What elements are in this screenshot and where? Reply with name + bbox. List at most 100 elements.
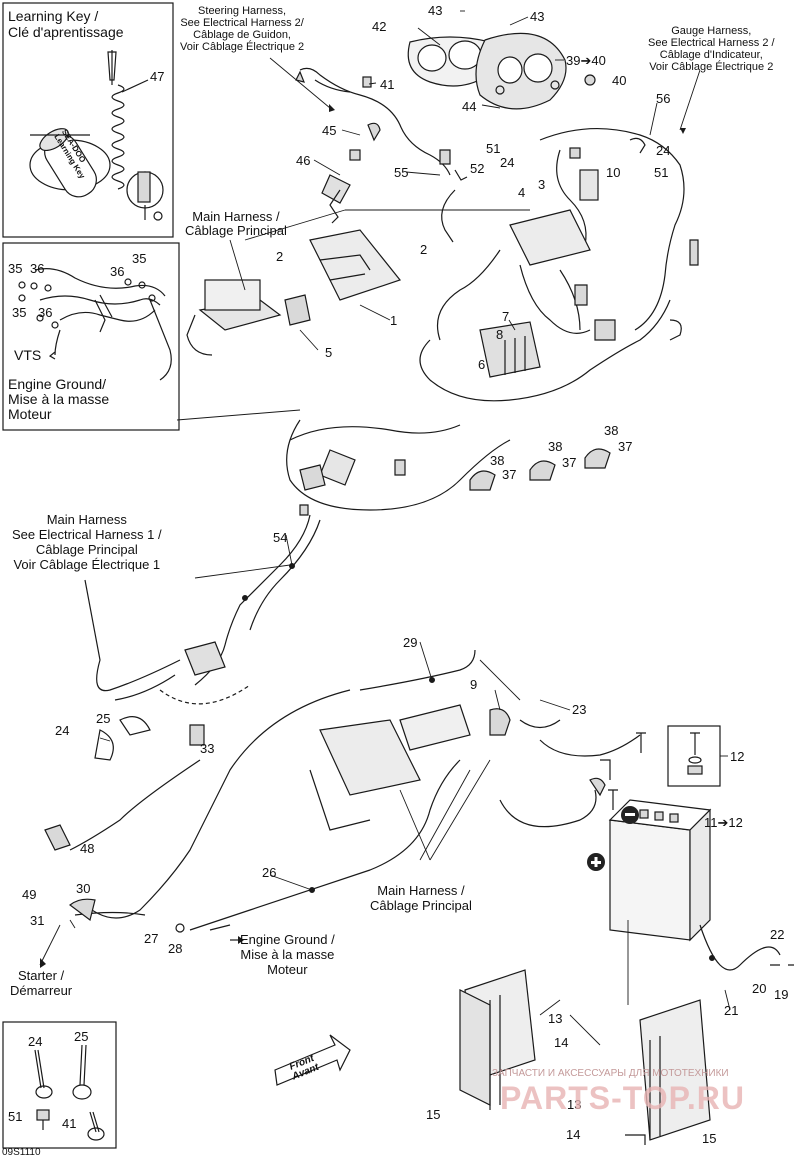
- part-37-a: 37: [502, 467, 517, 482]
- part-38-c: 38: [604, 423, 619, 438]
- part-13-b: 13: [567, 1097, 582, 1112]
- part-8: 8: [496, 327, 504, 342]
- steering-line2: See Electrical Harness 2/: [180, 17, 304, 29]
- part-7: 7: [502, 309, 510, 324]
- steering-line4: Voir Câblage Électrique 2: [180, 41, 305, 53]
- part-2-b: 2: [420, 242, 428, 257]
- main-mid-line4: Voir Câblage Électrique 1: [13, 557, 161, 572]
- part-2-a: 2: [276, 249, 284, 264]
- part-45: 45: [322, 123, 337, 138]
- engine-ground-inset-line1: Engine Ground/: [8, 376, 107, 392]
- front-arrow: [274, 1034, 351, 1086]
- main-bottom-line2: Câblage Principal: [370, 898, 472, 913]
- part-24-b: 24: [656, 143, 671, 158]
- part-44: 44: [462, 99, 477, 114]
- gauge-line2: See Electrical Harness 2 /: [648, 37, 775, 49]
- part-51-a: 51: [486, 141, 501, 156]
- main-bottom-line1: Main Harness /: [377, 883, 465, 898]
- steering-harness-drawing: [295, 67, 468, 243]
- part-35-a: 35: [8, 261, 23, 276]
- part-36-a: 36: [30, 261, 45, 276]
- part-24-c: 24: [55, 723, 70, 738]
- engine-ground-drawing: [18, 268, 172, 381]
- part-27: 27: [144, 931, 159, 946]
- part-24-a: 24: [500, 155, 515, 170]
- part-14-b: 14: [566, 1127, 581, 1142]
- engine-ground-inset-line2: Mise à la masse: [8, 391, 110, 407]
- battery-box-15: [459, 969, 711, 1145]
- part-52: 52: [470, 161, 485, 176]
- part-1: 1: [390, 313, 398, 328]
- tie-25: 25: [74, 1029, 89, 1044]
- part-37-c: 37: [618, 439, 633, 454]
- main-harness-mid-callout: Main Harness See Electrical Harness 1 / …: [12, 512, 162, 572]
- part-26: 26: [262, 865, 277, 880]
- starter-line2: Démarreur: [10, 983, 73, 998]
- gauge-harness-callout: Gauge Harness, See Electrical Harness 2 …: [648, 25, 775, 73]
- diagram-code: 09S1110: [2, 1147, 41, 1158]
- gauge-bezel-42: [407, 36, 491, 87]
- part-48: 48: [80, 841, 95, 856]
- part-9: 9: [470, 677, 478, 692]
- learning-key-drawing: [29, 50, 164, 221]
- learning-key-title-line1: Learning Key /: [8, 8, 99, 24]
- part-25: 25: [96, 711, 111, 726]
- starter-callout: Starter / Démarreur: [10, 968, 72, 998]
- engine-ground-line3: Moteur: [267, 962, 308, 977]
- part-31: 31: [30, 913, 45, 928]
- clamps-37-38: [469, 448, 611, 491]
- steering-line1: Steering Harness,: [198, 5, 287, 17]
- part-19: 19: [774, 987, 789, 1002]
- part-38-b: 38: [548, 439, 563, 454]
- part-56: 56: [656, 91, 671, 106]
- part-15-b: 15: [702, 1131, 717, 1146]
- engine-ground-callout: Engine Ground / Mise à la masse Moteur: [240, 932, 335, 977]
- part-22: 22: [770, 927, 785, 942]
- engine-ground-line1: Engine Ground /: [240, 932, 335, 947]
- part-36-b: 36: [110, 264, 125, 279]
- part-6: 6: [478, 357, 486, 372]
- gauge-harness-drawing: [539, 127, 699, 331]
- watermark-small: ЗАПЧАСТИ И АКСЕССУАРЫ ДЛЯ МОТОТЕХНИКИ: [492, 1068, 729, 1079]
- part-37-b: 37: [562, 455, 577, 470]
- steering-line3: Câblage de Guidon,: [193, 29, 291, 41]
- part-5: 5: [325, 345, 333, 360]
- part-30: 30: [76, 881, 91, 896]
- part-51-b: 51: [654, 165, 669, 180]
- part-39-40: 39➔40: [566, 53, 606, 68]
- part-42: 42: [372, 19, 387, 34]
- part-55: 55: [394, 165, 409, 180]
- main-harness-mid-drawing: [84, 419, 511, 705]
- ties-drawing: [34, 1044, 105, 1141]
- part-35-c: 35: [12, 305, 27, 320]
- engine-ground-inset-label: Engine Ground/ Mise à la masse Moteur: [8, 377, 109, 422]
- bolt-box-12: [667, 725, 721, 787]
- tie-41: 41: [62, 1116, 77, 1131]
- engine-ground-line2: Mise à la masse: [240, 947, 335, 962]
- gauge-line4: Voir Câblage Électrique 2: [649, 61, 774, 73]
- part-47: 47: [150, 69, 165, 84]
- main-harness-top-drawing: [186, 209, 682, 402]
- lower-harness-drawing: [44, 649, 641, 933]
- learning-key-title: Learning Key / Clé d'aprentissage: [8, 8, 124, 40]
- leader-lines: [49, 10, 731, 1046]
- part-23: 23: [572, 702, 587, 717]
- part-38-a: 38: [490, 453, 505, 468]
- part-49: 49: [22, 887, 37, 902]
- part-35-b: 35: [132, 251, 147, 266]
- main-top-line2: Câblage Principal: [185, 223, 287, 238]
- part-43-a: 43: [428, 3, 443, 18]
- gauge-cluster-39: [475, 32, 567, 110]
- engine-ground-inset: [2, 242, 180, 431]
- main-mid-line1: Main Harness: [46, 512, 127, 527]
- steering-harness-callout: Steering Harness, See Electrical Harness…: [180, 5, 304, 53]
- part-11-12: 11➔12: [704, 815, 743, 830]
- part-40: 40: [612, 73, 627, 88]
- gauge-line3: Câblage d'Indicateur,: [659, 49, 763, 61]
- vts-label: VTS: [14, 347, 42, 363]
- engine-ground-inset-line3: Moteur: [8, 406, 52, 422]
- part-15-a: 15: [426, 1107, 441, 1122]
- part-46: 46: [296, 153, 311, 168]
- part-28: 28: [168, 941, 183, 956]
